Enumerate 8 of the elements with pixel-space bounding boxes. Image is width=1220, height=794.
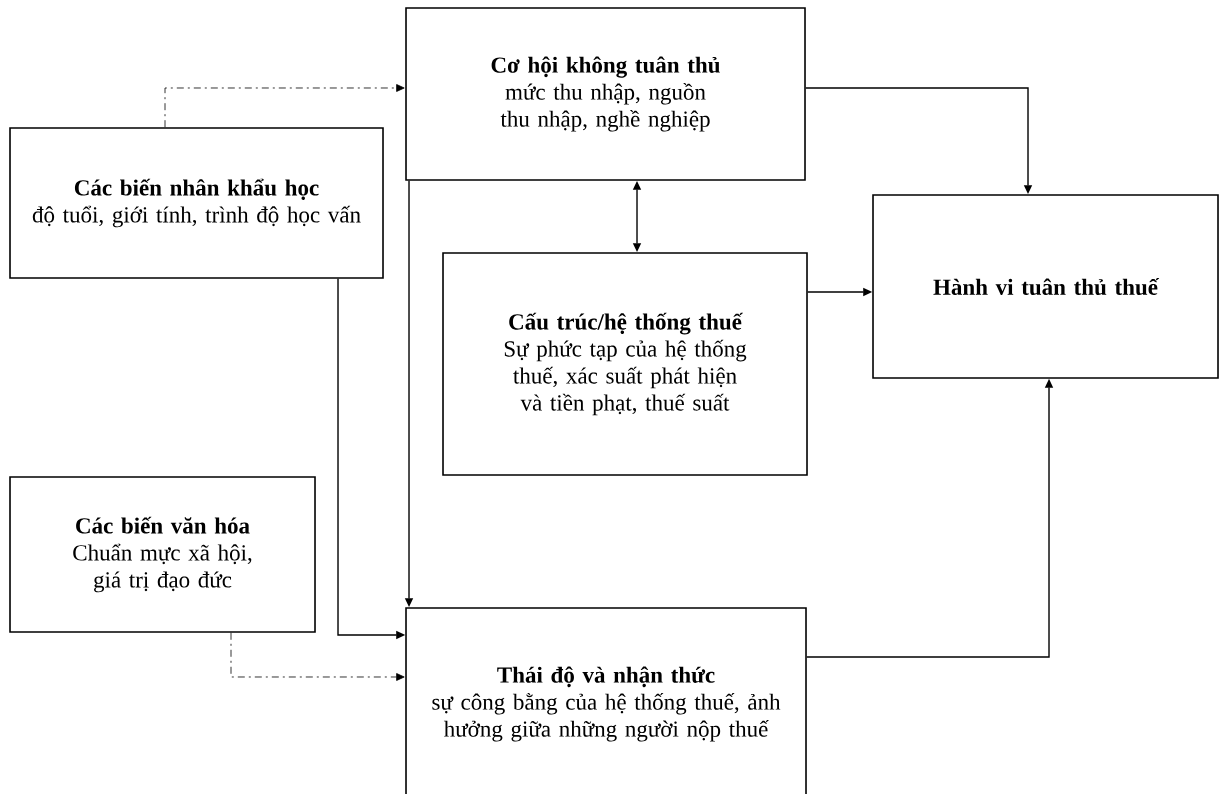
concept-box: Các biến văn hóa Chuẩn mực xã hội, giá trị đạo đức — [9, 476, 316, 633]
concept-box: Cơ hội không tuân thủ mức thu nhập, nguồn thu nhập, nghề nghiệp — [405, 7, 806, 181]
arrow — [164, 84, 405, 128]
arrow — [230, 632, 405, 681]
concept-box: Cấu trúc/hệ thống thuế Sự phức tạp của hệ thống thuế, xác suất phát hiện và tiền phạt, thuế suất — [442, 252, 808, 476]
concept-box: Hành vi tuân thủ thuế — [872, 194, 1219, 379]
concept-box: Các biến nhân khẩu học độ tuổi, giới tính, trình độ học vấn — [9, 127, 384, 279]
concept-box: Thái độ và nhận thức sự công bằng của hệ thống thuế, ảnh hưởng giữa những người nộp thuế — [405, 607, 807, 794]
